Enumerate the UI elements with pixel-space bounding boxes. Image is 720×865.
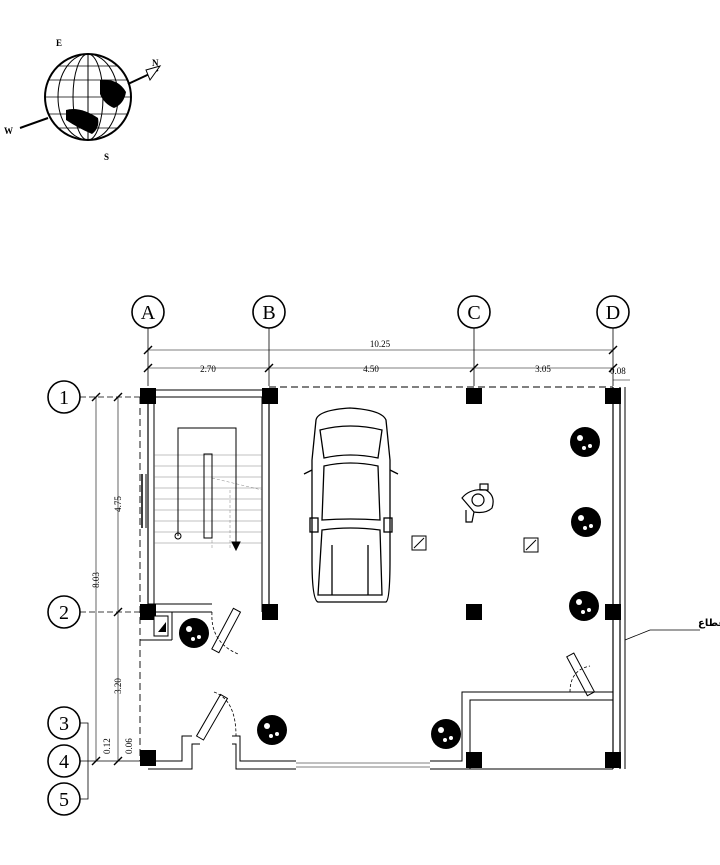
dim-overall: 10.25 [370, 339, 391, 349]
structural-columns [140, 388, 621, 768]
grid-col-d: D [606, 302, 620, 324]
compass-mark-s: S [104, 152, 109, 162]
grid-row-2: 2 [59, 602, 69, 624]
staircase [141, 427, 263, 552]
compass-mark-w: W [4, 126, 13, 136]
compass-mark-n: N [152, 58, 159, 68]
dim-small-b: 0.06 [124, 738, 134, 754]
grid-column-bubbles: A B C D [131, 295, 630, 386]
person-icon [461, 483, 494, 523]
dim-span-cd: 3.05 [535, 364, 551, 374]
dim-wall-gap: 0.08 [610, 366, 626, 376]
dim-vert-2-bottom: 3.20 [113, 678, 123, 694]
walls [139, 386, 626, 770]
grid-row-bubbles: 1 2 3 4 5 [47, 380, 148, 816]
grid-col-b: B [262, 302, 275, 324]
dim-span-ab: 2.70 [200, 364, 216, 374]
grid-row-4: 4 [59, 751, 69, 773]
horizontal-dimensions: 10.25 2.70 4.50 3.05 0.08 [143, 339, 630, 381]
dim-small-a: 0.12 [102, 738, 112, 754]
compass-globe-icon: N E S W [4, 38, 162, 162]
floor-drains [411, 535, 539, 553]
grid-row-1: 1 [59, 387, 69, 409]
expansion-joint-callout: درز انقطاع [624, 618, 720, 641]
grid-col-c: C [467, 302, 480, 324]
grid-row-3: 3 [59, 713, 69, 735]
dim-vert-total: 8.03 [91, 572, 101, 588]
plants [179, 427, 601, 749]
compass-mark-e: E [56, 38, 62, 48]
vertical-dimensions: 8.03 4.75 3.20 0.12 0.06 [91, 392, 134, 766]
shaft-box [153, 615, 169, 637]
doors [195, 607, 596, 741]
grid-row-5: 5 [59, 789, 69, 811]
grid-col-a: A [141, 302, 156, 324]
dim-span-bc: 4.50 [363, 364, 379, 374]
expansion-joint-label: درز انقطاع [698, 618, 720, 629]
dim-vert-12: 4.75 [113, 496, 123, 512]
shrub-icon [179, 427, 601, 749]
car-icon [303, 407, 399, 603]
